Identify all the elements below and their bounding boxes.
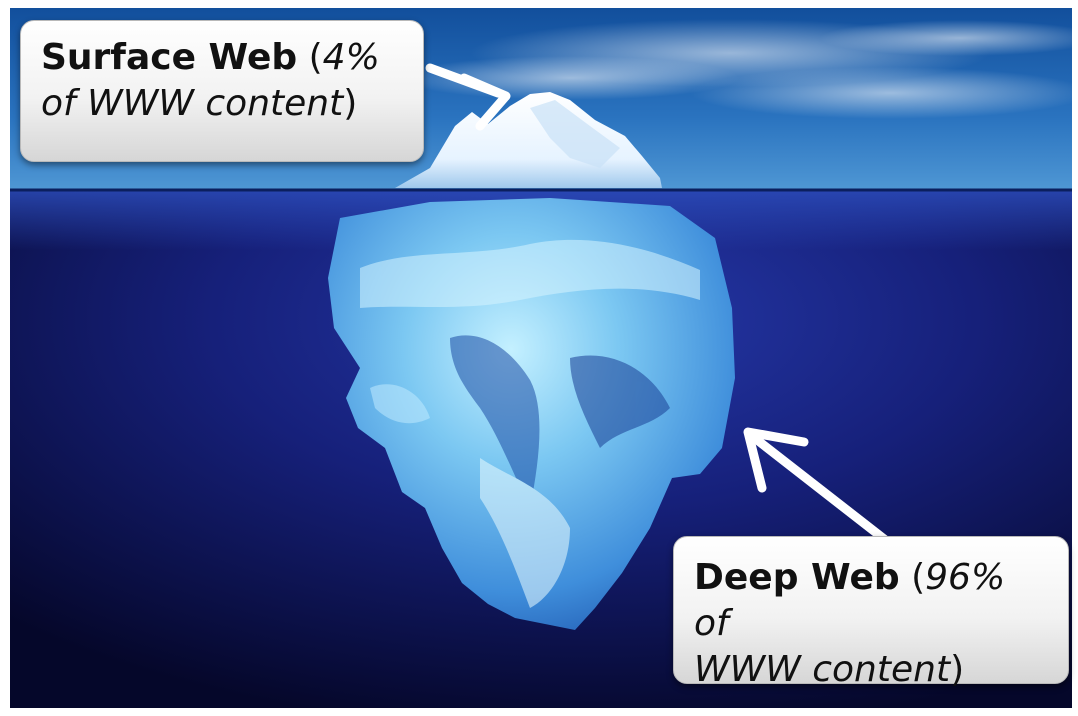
ice-texture: [360, 239, 700, 608]
deep-web-callout: Deep Web (96% of WWW content): [673, 536, 1069, 690]
clouds: [400, 19, 1072, 119]
arrow-up-left-icon: [743, 427, 893, 547]
arrow-down-right-icon: [425, 63, 511, 131]
surface-web-description: of WWW content: [41, 83, 344, 124]
surface-web-percent: 4%: [322, 37, 380, 78]
deep-web-close-paren: ): [950, 649, 965, 690]
deep-web-label: Deep Web: [694, 557, 900, 598]
surface-web-open-paren: (: [297, 37, 323, 78]
surface-web-close-paren: ): [343, 83, 358, 124]
surface-web-callout: Surface Web (4% of WWW content): [20, 20, 424, 162]
deep-web-percent: 96% of: [694, 557, 1006, 644]
deep-web-open-paren: (: [899, 557, 926, 598]
deep-web-description: WWW content: [694, 649, 951, 690]
surface-web-label: Surface Web: [41, 37, 298, 78]
